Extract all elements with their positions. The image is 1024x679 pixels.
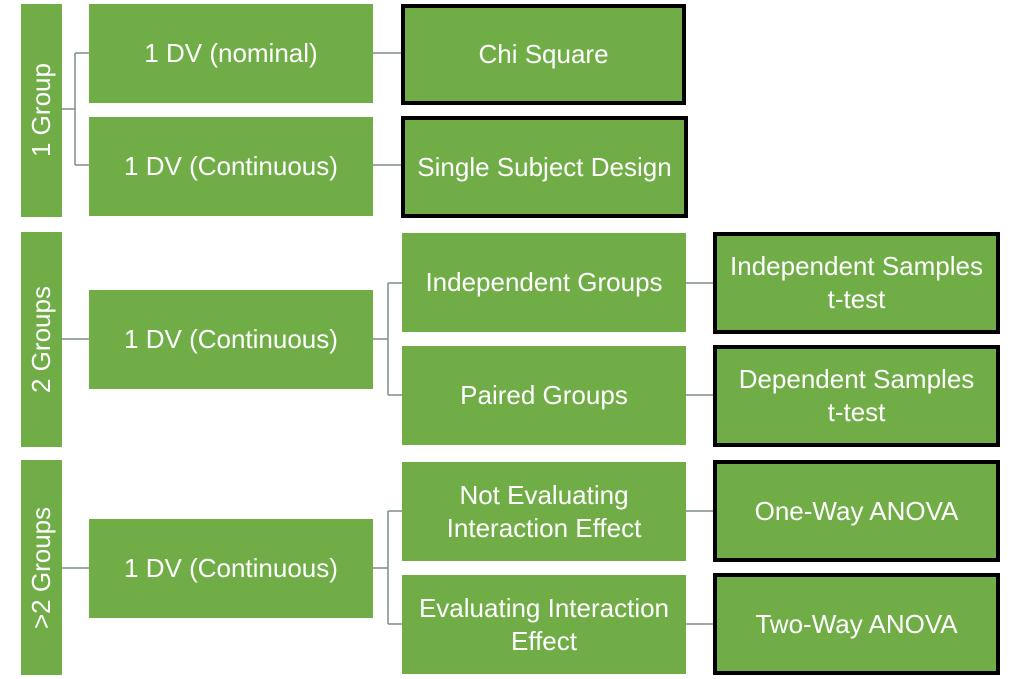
test-dependent-samples-t-test: Dependent Samples t-test [713, 345, 1000, 447]
dv-nominal-box: 1 DV (nominal) [89, 4, 373, 103]
dv-continuous-box: 1 DV (Continuous) [89, 290, 373, 389]
group-label-more-than-2-groups: >2 Groups [21, 460, 62, 675]
design-evaluating-interaction: Evaluating Interaction Effect [402, 575, 686, 674]
test-chi-square: Chi Square [401, 4, 686, 105]
design-paired-groups: Paired Groups [402, 346, 686, 445]
dv-continuous-box: 1 DV (Continuous) [89, 519, 373, 618]
test-independent-samples-t-test: Independent Samples t-test [713, 232, 1000, 334]
group-label-1-group: 1 Group [21, 4, 62, 217]
test-one-way-anova: One-Way ANOVA [713, 460, 1000, 562]
test-two-way-anova: Two-Way ANOVA [713, 573, 1000, 675]
design-not-evaluating-interaction: Not Evaluating Interaction Effect [402, 462, 686, 561]
test-single-subject-design: Single Subject Design [401, 116, 688, 218]
design-independent-groups: Independent Groups [402, 233, 686, 332]
dv-continuous-box: 1 DV (Continuous) [89, 117, 373, 216]
group-label-2-groups: 2 Groups [21, 232, 62, 447]
